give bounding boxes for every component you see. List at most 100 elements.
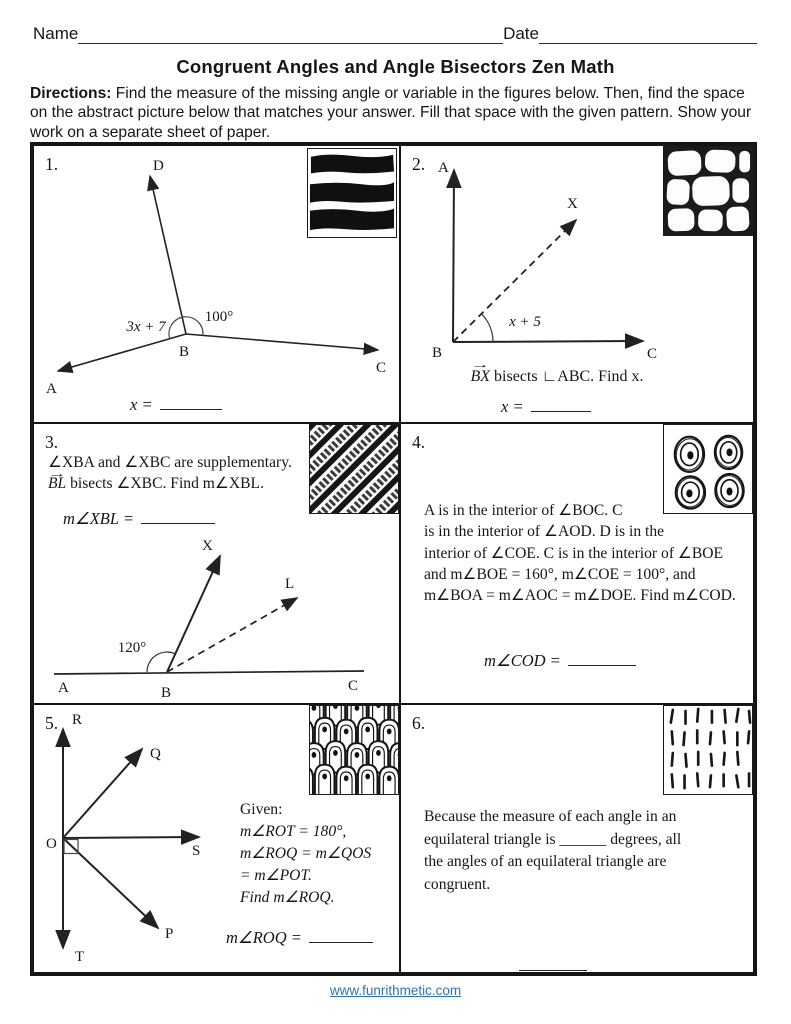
diagonal-stripes-pattern xyxy=(310,425,398,513)
problem-3-text: ∠XBA and ∠XBC are supplementary. BL bise… xyxy=(48,452,292,495)
ray-OS xyxy=(62,829,201,845)
scales-pattern xyxy=(310,706,398,794)
problem-3-diagram: A B C X L 120° xyxy=(53,538,365,701)
answer-label: m∠COD = xyxy=(484,651,561,670)
statement-line: congruent. xyxy=(424,875,491,893)
problem-1-number: 1. xyxy=(45,154,59,174)
answer-label: x = xyxy=(501,397,524,416)
statement-text: bisects ∟ABC. Find x. xyxy=(490,368,644,385)
angle-expression: x + 5 xyxy=(508,314,541,330)
problem-6-cell: 6. Because the measure of each angle in … xyxy=(400,704,754,973)
answer-label: m∠ROQ = xyxy=(226,928,302,947)
angle-arc xyxy=(168,316,204,339)
statement-line-2: BL bisects ∠XBC. Find m∠XBL. xyxy=(48,473,292,494)
answer-blank[interactable] xyxy=(308,927,373,943)
problem-5-given: Given: m∠ROT = 180°, m∠ROQ = m∠QOS = m∠P… xyxy=(240,799,371,909)
horizontal-stripes-pattern xyxy=(308,149,396,237)
directions: Directions: Find the measure of the miss… xyxy=(30,84,763,142)
point-label-X: X xyxy=(202,538,213,554)
ray-BC xyxy=(185,333,380,356)
problem-1-answer: x = xyxy=(130,394,222,415)
problem-3-number: 3. xyxy=(45,432,59,452)
point-label-X: X xyxy=(567,196,578,212)
problem-4-answer: m∠COD = xyxy=(484,650,636,671)
line-AC xyxy=(53,670,365,675)
problem-2-answer: x = xyxy=(501,396,591,417)
point-label-D: D xyxy=(153,158,164,174)
problem-5-answer: m∠ROQ = xyxy=(226,927,373,948)
directions-label: Directions: xyxy=(30,85,112,102)
problem-3-cell: 3. ∠XBA and ∠XBC are supplementary. BL b… xyxy=(33,423,400,704)
answer-blank[interactable] xyxy=(141,508,216,524)
right-angle-mark xyxy=(63,838,79,855)
angle-value-right: 100° xyxy=(205,309,234,325)
directions-text: Find the measure of the missing angle or… xyxy=(30,85,752,141)
nested-circles-pattern xyxy=(664,425,752,513)
statement-line: m∠BOA = m∠AOC = m∠DOE. Find m∠COD. xyxy=(424,587,736,605)
problem-4-cell: 4. A is in the interior of ∠BOC. C is in… xyxy=(400,423,754,704)
name-blank[interactable] xyxy=(78,25,504,44)
ray-BL-dashed xyxy=(166,597,299,673)
date-blank[interactable] xyxy=(539,25,757,44)
problem-4-pattern-swatch xyxy=(663,424,753,514)
point-label-B: B xyxy=(179,344,189,360)
footer: www.funrithmetic.com xyxy=(0,983,791,998)
problem-3-answer: m∠XBL = xyxy=(63,508,216,529)
point-label-L: L xyxy=(285,576,294,592)
problem-6-answer xyxy=(519,955,587,972)
point-label-C: C xyxy=(376,360,386,376)
problem-4-text: A is in the interior of ∠BOC. C is in th… xyxy=(424,500,736,606)
ray-BX-dashed xyxy=(452,218,578,343)
problem-6-pattern-swatch xyxy=(663,705,753,795)
point-label-A: A xyxy=(46,381,57,397)
given-line: m∠ROT = 180°, xyxy=(240,823,347,840)
point-label-Q: Q xyxy=(150,746,161,762)
vertical-dashes-pattern xyxy=(664,706,752,794)
problem-2-statement: BX bisects ∟ABC. Find x. xyxy=(401,368,713,386)
problems-grid: 1. D A B C 3x + 7 100° x = xyxy=(30,142,757,976)
point-label-A: A xyxy=(438,160,449,176)
stone-wall-pattern xyxy=(664,147,752,235)
problem-1-cell: 1. D A B C 3x + 7 100° x = xyxy=(33,145,400,423)
given-line: Find m∠ROQ. xyxy=(240,889,335,906)
answer-blank[interactable] xyxy=(567,650,636,666)
problem-2-pattern-swatch xyxy=(663,146,753,236)
answer-blank[interactable] xyxy=(519,955,587,971)
point-label-R: R xyxy=(72,712,82,728)
problem-5-number: 5. xyxy=(45,713,59,733)
statement-line: Because the measure of each angle in an xyxy=(424,808,677,825)
ray-OQ xyxy=(62,747,144,839)
answer-blank[interactable] xyxy=(159,394,222,410)
problem-1-pattern-swatch xyxy=(307,148,397,238)
given-label: Given: xyxy=(240,801,283,818)
statement-text: bisects ∠XBC. Find m∠XBL. xyxy=(66,475,264,493)
point-label-B: B xyxy=(432,345,442,361)
answer-label: x = xyxy=(130,395,153,414)
ray-notation: BX xyxy=(471,368,491,386)
point-label-A: A xyxy=(58,680,69,696)
answer-label: m∠XBL = xyxy=(63,509,135,528)
statement-line-1: ∠XBA and ∠XBC are supplementary. xyxy=(48,454,292,471)
ray-BX xyxy=(166,554,221,673)
ray-BC xyxy=(452,333,645,349)
angle-arc xyxy=(480,313,494,343)
ray-BA xyxy=(56,333,187,373)
problem-5-pattern-swatch xyxy=(309,705,399,795)
footer-link[interactable]: www.funrithmetic.com xyxy=(329,983,462,998)
point-label-C: C xyxy=(647,346,657,362)
problem-6-text: Because the measure of each angle in an … xyxy=(424,806,681,896)
statement-line: and m∠BOE = 160°, m∠COE = 100°, and xyxy=(424,565,696,583)
given-line: m∠ROQ = m∠QOS xyxy=(240,845,372,862)
point-label-T: T xyxy=(75,949,84,965)
problem-5-diagram: O R Q S P T xyxy=(46,712,201,965)
point-label-C: C xyxy=(348,678,358,694)
problem-3-pattern-swatch xyxy=(309,424,399,514)
ray-BA xyxy=(446,168,462,343)
point-label-B: B xyxy=(161,685,171,701)
point-label-P: P xyxy=(165,926,173,942)
problem-5-cell: 5. O R Q S P T Given: m∠ROT = 18 xyxy=(33,704,400,973)
statement-line: A is in the interior of ∠BOC. C xyxy=(424,502,623,519)
answer-blank[interactable] xyxy=(530,396,591,412)
problem-6-number: 6. xyxy=(412,713,426,733)
